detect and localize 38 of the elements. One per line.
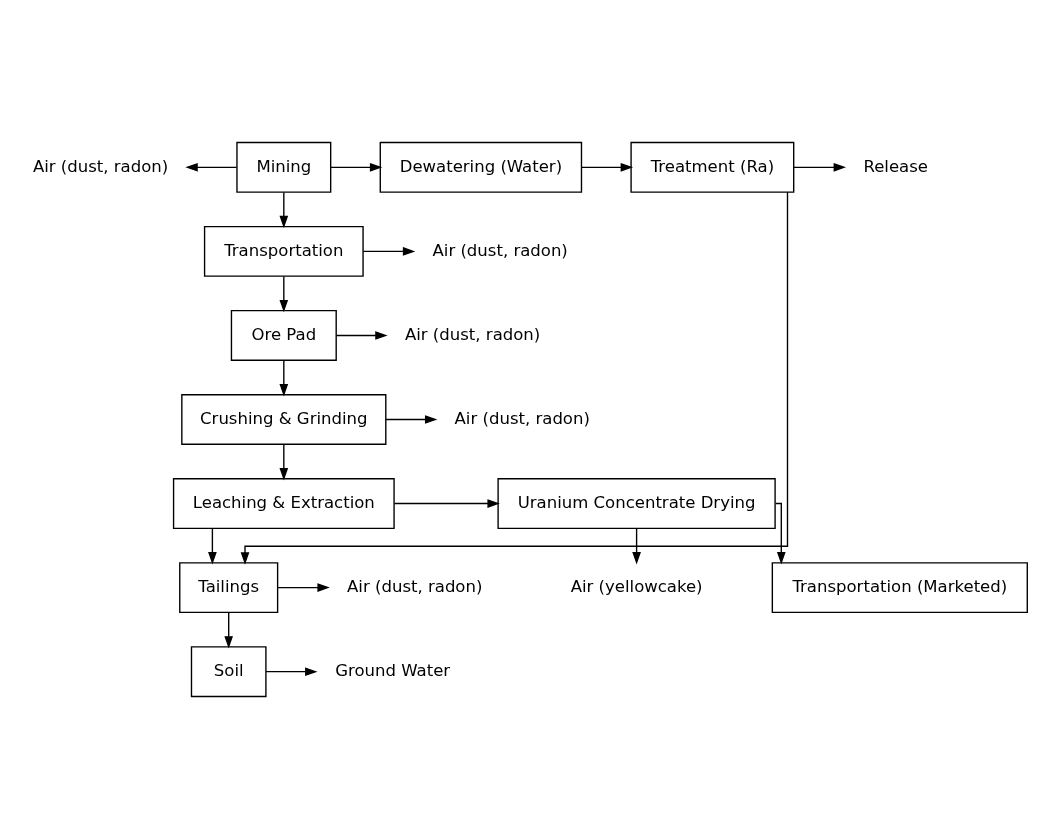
node-text: Air (dust, radon) bbox=[32, 156, 169, 176]
arrow bbox=[632, 528, 641, 565]
arrow bbox=[208, 528, 217, 565]
node-box: Uranium Concentrate Drying bbox=[497, 478, 776, 530]
arrow bbox=[362, 247, 416, 256]
arrow bbox=[265, 667, 318, 677]
node-text: Air (yellowcake) bbox=[570, 576, 703, 596]
arrow bbox=[393, 499, 500, 508]
arrow bbox=[277, 583, 330, 592]
arrow bbox=[793, 162, 847, 172]
node-box: Soil bbox=[190, 646, 267, 698]
arrow bbox=[279, 444, 289, 481]
node-text: Air (dust, radon) bbox=[347, 576, 483, 596]
arrow bbox=[185, 162, 238, 172]
arrow bbox=[581, 162, 634, 172]
node-box: Ore Pad bbox=[230, 309, 337, 361]
node-box: Transportation (Marketed) bbox=[771, 562, 1028, 614]
arrow bbox=[279, 191, 289, 229]
node-box: Transportation bbox=[203, 225, 364, 277]
arrow bbox=[279, 275, 289, 313]
node-box: Mining bbox=[236, 141, 332, 193]
node-box: Treatment (Ra) bbox=[630, 141, 795, 193]
arrow bbox=[335, 331, 388, 340]
node-text: Air (dust, radon) bbox=[432, 240, 568, 260]
node-text: Ground Water bbox=[335, 660, 451, 680]
node-text: Air (dust, radon) bbox=[404, 324, 541, 344]
arrow bbox=[385, 415, 438, 424]
arrow bbox=[279, 359, 289, 397]
arrow bbox=[240, 191, 789, 565]
arrow bbox=[224, 612, 234, 649]
node-box: Leaching & Extraction bbox=[172, 478, 395, 530]
arrow bbox=[775, 502, 786, 565]
node-text: Air (dust, radon) bbox=[454, 408, 590, 428]
arrow bbox=[330, 162, 383, 172]
node-box: Tailings bbox=[179, 562, 279, 614]
node-text: Release bbox=[863, 156, 928, 176]
node-box: Crushing & Grinding bbox=[181, 394, 387, 445]
node-box: Dewatering (Water) bbox=[379, 141, 583, 193]
